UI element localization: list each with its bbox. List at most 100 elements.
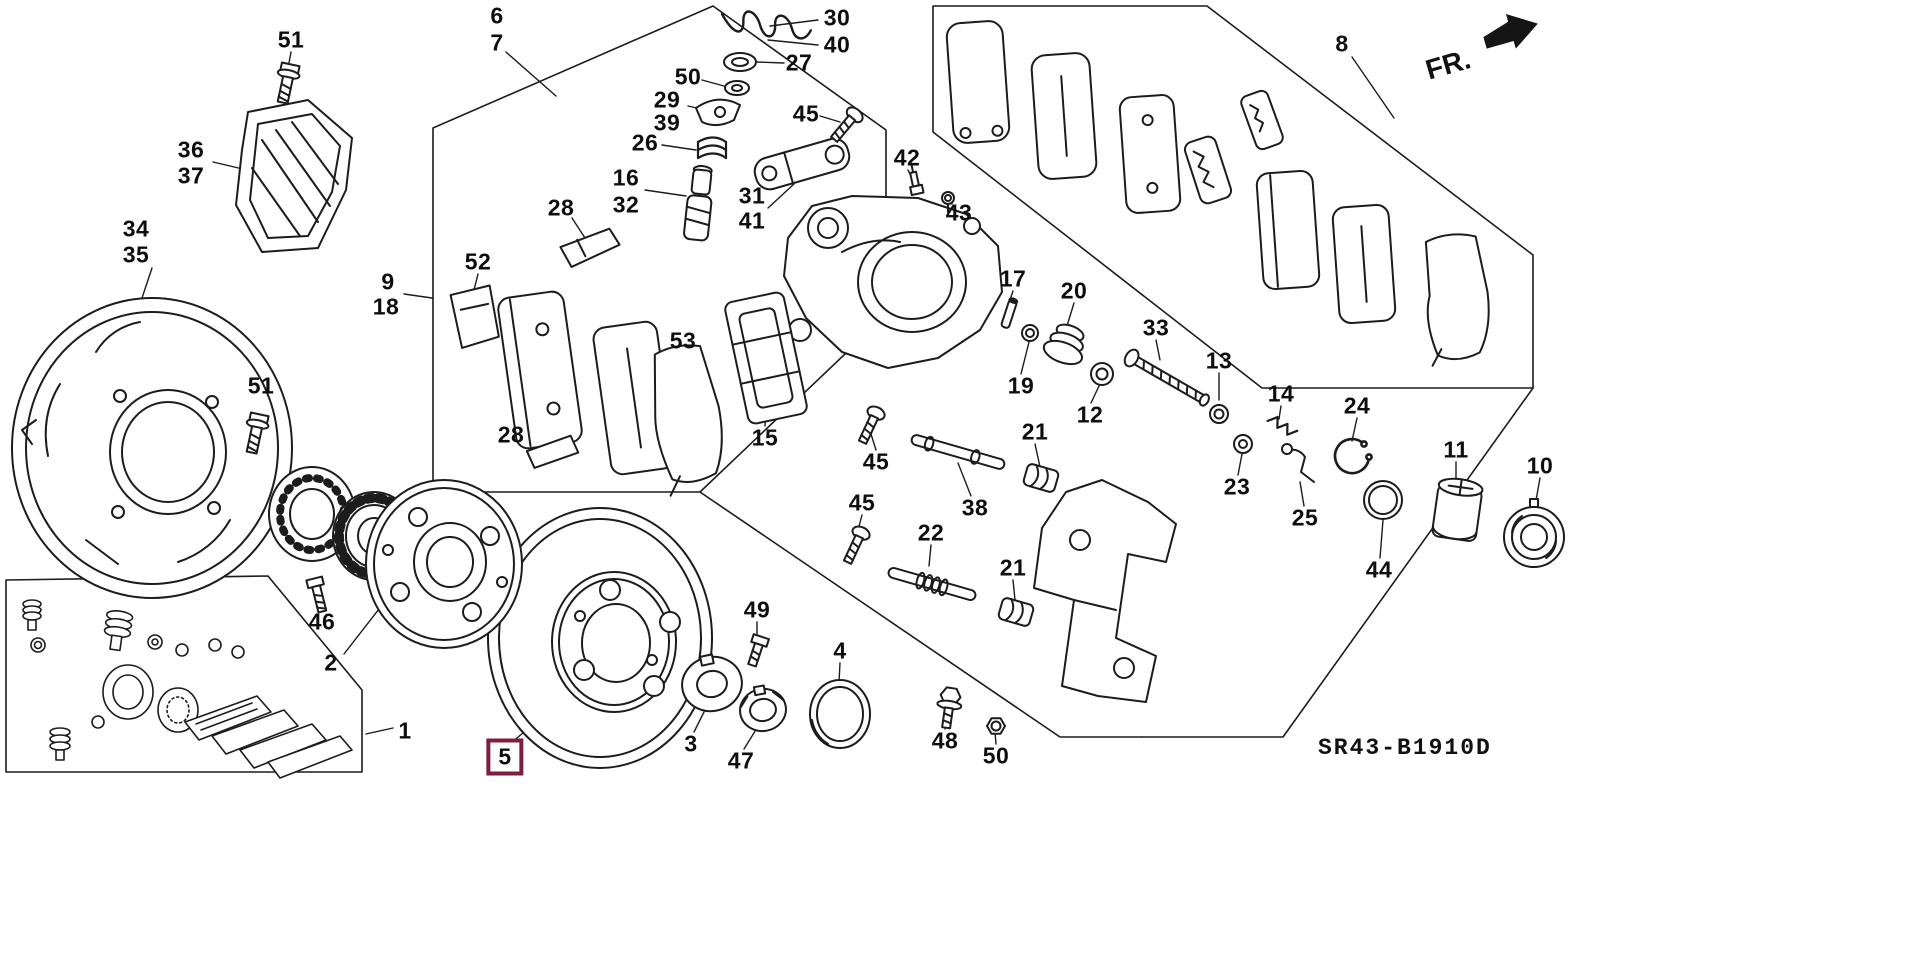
part-label-28[interactable]: 28 xyxy=(547,194,575,221)
hex-bolt-48 xyxy=(936,686,963,730)
part-label-15[interactable]: 15 xyxy=(751,424,779,451)
part-label-47[interactable]: 47 xyxy=(727,747,755,774)
brake-pad-kit-8 xyxy=(945,20,1490,367)
part-label-50[interactable]: 50 xyxy=(982,742,1010,769)
part-label-52[interactable]: 52 xyxy=(464,248,492,275)
part-label-48[interactable]: 48 xyxy=(931,727,959,754)
part-label-23[interactable]: 23 xyxy=(1223,473,1251,500)
brake-pad-53 xyxy=(653,344,723,497)
part-label-51[interactable]: 51 xyxy=(247,372,275,399)
part-label-12[interactable]: 12 xyxy=(1076,401,1104,428)
part-label-27[interactable]: 27 xyxy=(785,49,813,76)
caliper-body xyxy=(783,195,1003,369)
lower-right-boundary xyxy=(699,491,1143,738)
part-label-36[interactable]: 36 xyxy=(177,136,205,163)
part-label-49[interactable]: 49 xyxy=(743,596,771,623)
brake-backing-plate xyxy=(11,297,293,599)
nut-12 xyxy=(1090,362,1114,386)
part-label-37[interactable]: 37 xyxy=(177,162,205,189)
part-label-51[interactable]: 51 xyxy=(277,26,305,53)
fr-label: FR. xyxy=(1422,43,1474,85)
part-label-4[interactable]: 4 xyxy=(833,637,847,664)
part-label-39[interactable]: 39 xyxy=(653,109,681,136)
part-label-28[interactable]: 28 xyxy=(497,421,525,448)
part-label-14[interactable]: 14 xyxy=(1267,380,1295,407)
part-label-21[interactable]: 21 xyxy=(999,554,1027,581)
pad-shim-52 xyxy=(449,284,500,349)
part-label-31[interactable]: 31 xyxy=(738,182,766,209)
hub-assembly xyxy=(365,479,523,649)
piston-boot-20 xyxy=(1042,323,1085,366)
lever-25 xyxy=(1281,443,1315,483)
spindle-nut-47 xyxy=(739,684,787,733)
part-label-5[interactable]: 5 xyxy=(486,738,524,776)
part-label-29[interactable]: 29 xyxy=(653,86,681,113)
part-label-10[interactable]: 10 xyxy=(1526,452,1554,479)
part-label-19[interactable]: 19 xyxy=(1007,372,1035,399)
washer-23 xyxy=(1233,434,1253,454)
brake-pad xyxy=(945,20,1011,144)
pin-17 xyxy=(1000,297,1019,329)
caliper-bracket xyxy=(1033,479,1177,703)
part-label-18[interactable]: 18 xyxy=(372,293,400,320)
bleeder-cap-43 xyxy=(941,191,955,213)
pad-shim xyxy=(1240,89,1284,151)
part-label-25[interactable]: 25 xyxy=(1291,504,1319,531)
part-label-42[interactable]: 42 xyxy=(893,144,921,171)
part-label-30[interactable]: 30 xyxy=(823,4,851,31)
part-label-53[interactable]: 53 xyxy=(669,327,697,354)
part-label-45[interactable]: 45 xyxy=(848,489,876,516)
part-label-21[interactable]: 21 xyxy=(1021,418,1049,445)
part-label-34[interactable]: 34 xyxy=(122,215,150,242)
part-label-41[interactable]: 41 xyxy=(738,207,766,234)
piston-assembly-10 xyxy=(1503,498,1565,568)
return-spring-30-40 xyxy=(720,10,812,40)
part-label-32[interactable]: 32 xyxy=(612,191,640,218)
part-label-3[interactable]: 3 xyxy=(684,730,698,757)
part-label-8[interactable]: 8 xyxy=(1335,30,1349,57)
part-label-20[interactable]: 20 xyxy=(1060,277,1088,304)
splash-guard xyxy=(235,99,353,253)
pad-shim-28-bottom xyxy=(525,434,580,469)
part-label-11[interactable]: 11 xyxy=(1443,436,1469,463)
flange-bolt-51-top xyxy=(276,61,301,105)
lever-29-39 xyxy=(695,98,741,126)
flange-bolt-51-mid xyxy=(245,411,270,455)
part-label-45[interactable]: 45 xyxy=(862,448,890,475)
nut-13 xyxy=(1209,404,1229,424)
part-label-44[interactable]: 44 xyxy=(1365,556,1393,583)
part-label-22[interactable]: 22 xyxy=(917,519,945,546)
part-label-13[interactable]: 13 xyxy=(1205,347,1233,374)
part-label-26[interactable]: 26 xyxy=(631,129,659,156)
caliper-piston-11 xyxy=(1431,477,1484,542)
part-label-40[interactable]: 40 xyxy=(823,31,851,58)
part-label-46[interactable]: 46 xyxy=(308,608,336,635)
part-label-33[interactable]: 33 xyxy=(1142,314,1170,341)
spring-14 xyxy=(1266,415,1299,436)
fr-direction: FR. xyxy=(1422,14,1538,86)
part-label-9[interactable]: 9 xyxy=(381,268,395,295)
brake-pad xyxy=(1331,203,1397,325)
pad-retainer-15 xyxy=(724,291,808,425)
guide-pin-38 xyxy=(910,434,1006,470)
part-label-35[interactable]: 35 xyxy=(122,241,150,268)
part-label-50[interactable]: 50 xyxy=(674,63,702,90)
part-label-43[interactable]: 43 xyxy=(945,199,973,226)
part-label-1[interactable]: 1 xyxy=(398,717,412,744)
part-label-45[interactable]: 45 xyxy=(792,100,820,127)
part-label-2[interactable]: 2 xyxy=(324,649,338,676)
washer-27 xyxy=(723,52,757,72)
lower-right-boundary-2 xyxy=(1141,387,1534,738)
part-label-38[interactable]: 38 xyxy=(961,494,989,521)
part-label-17[interactable]: 17 xyxy=(999,265,1027,292)
spindle-washer-3 xyxy=(681,653,743,713)
part-label-6[interactable]: 6 xyxy=(490,2,504,29)
part-label-24[interactable]: 24 xyxy=(1343,392,1371,419)
part-label-16[interactable]: 16 xyxy=(612,164,640,191)
guide-pin-22 xyxy=(887,566,977,602)
part-label-7[interactable]: 7 xyxy=(490,29,504,56)
pin-bushing-21-bottom xyxy=(997,597,1035,627)
pad-shim-28-top xyxy=(559,227,621,268)
